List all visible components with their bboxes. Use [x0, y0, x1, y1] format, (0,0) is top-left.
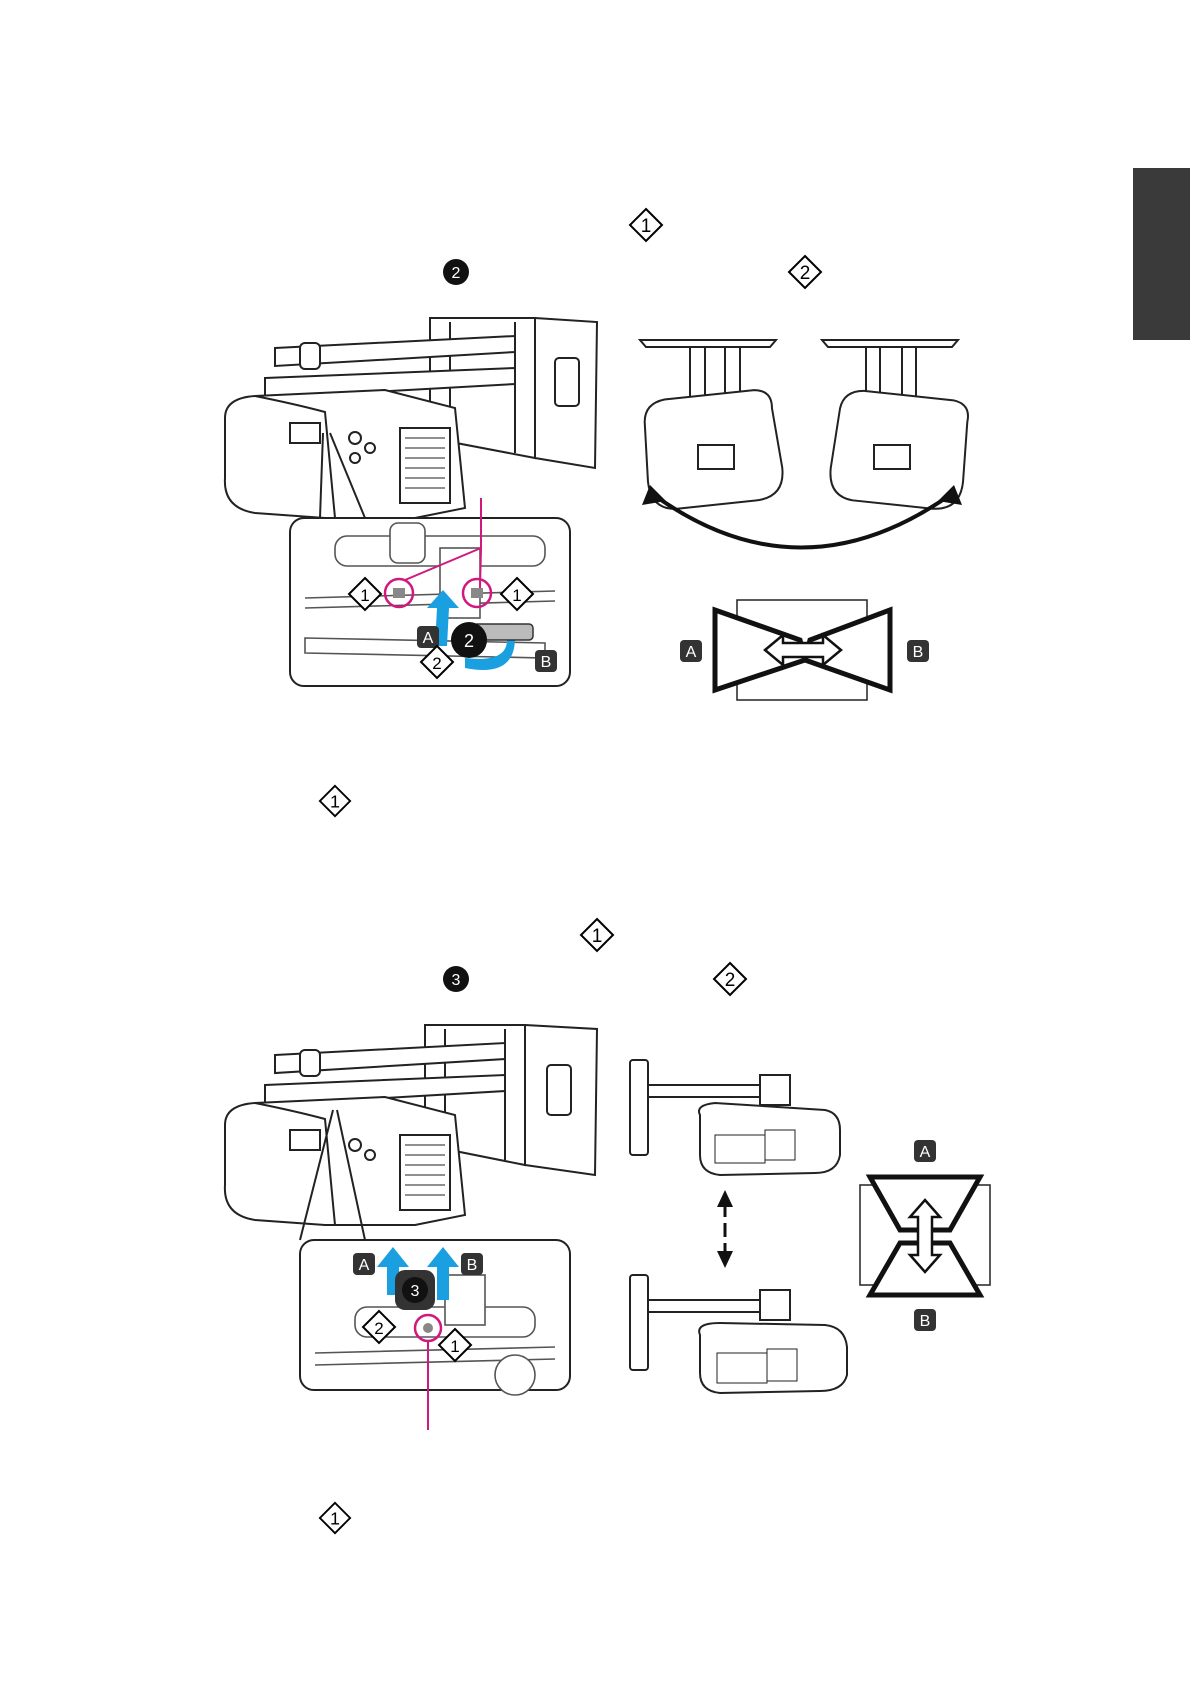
diamond-note-1b-icon: 1 [318, 1501, 352, 1535]
svg-text:2: 2 [464, 631, 474, 651]
vertical-tilt-illustration [625, 1055, 855, 1405]
horizontal-tilt-illustration [630, 335, 990, 575]
svg-text:2: 2 [452, 265, 461, 282]
svg-text:A: A [359, 1257, 370, 1274]
diamond-step-1-icon: 1 [628, 207, 664, 243]
svg-text:3: 3 [411, 1283, 420, 1300]
svg-text:1: 1 [512, 586, 521, 605]
svg-text:A: A [423, 630, 434, 647]
svg-text:1: 1 [450, 1337, 459, 1356]
projector-mount-illustration-1: 1 1 2 A 2 B [215, 308, 615, 738]
svg-text:2: 2 [800, 263, 811, 284]
chapter-tab [1133, 168, 1190, 340]
svg-text:1: 1 [641, 216, 652, 237]
svg-text:1: 1 [330, 1509, 340, 1529]
svg-text:A: A [686, 644, 697, 661]
keystone-horizontal-diagram: A B [675, 595, 945, 705]
svg-text:B: B [467, 1257, 478, 1274]
filled-circle-3-icon: 3 [441, 964, 471, 994]
svg-text:3: 3 [452, 972, 461, 989]
keystone-vertical-diagram: A B [855, 1135, 995, 1335]
svg-text:2: 2 [432, 654, 441, 673]
svg-text:B: B [913, 644, 924, 661]
svg-text:B: B [920, 1313, 931, 1330]
diamond-step-1b-icon: 1 [579, 917, 615, 953]
svg-text:B: B [541, 654, 552, 671]
diamond-step-2b-icon: 2 [712, 961, 748, 997]
diamond-step-2-icon: 2 [787, 254, 823, 290]
svg-text:2: 2 [374, 1319, 383, 1338]
svg-text:2: 2 [725, 970, 736, 991]
svg-text:A: A [920, 1144, 931, 1161]
projector-mount-illustration-2: 3 A B 2 1 [215, 1015, 615, 1435]
svg-text:1: 1 [592, 926, 603, 947]
svg-text:1: 1 [360, 586, 369, 605]
svg-text:1: 1 [330, 792, 340, 812]
filled-circle-2-icon: 2 [441, 257, 471, 287]
diamond-note-1-icon: 1 [318, 784, 352, 818]
